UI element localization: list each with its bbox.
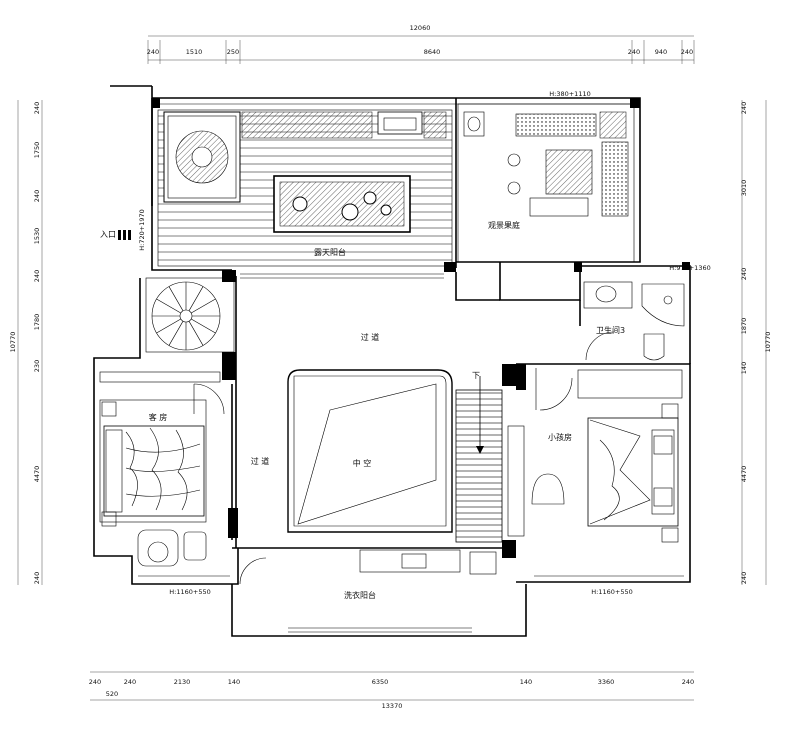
kids-room-label: 小孩房 (548, 432, 572, 442)
door-swing-icon (193, 383, 225, 415)
toilet-icon (643, 333, 665, 361)
dim-bottom-8: 240 (682, 678, 694, 686)
washing-machine-icon (469, 551, 497, 575)
dim-left-9: 240 (33, 572, 41, 584)
dim-left-4: 1530 (33, 228, 41, 245)
dim-bottom-7: 3360 (598, 678, 615, 686)
dim-bottom-total: 13370 (382, 702, 403, 710)
dim-top-7: 240 (681, 48, 693, 56)
view-garden-label: 观景果庭 (488, 220, 520, 230)
dim-right-4: 1870 (740, 318, 748, 335)
rock-garden-icon (273, 175, 411, 233)
dim-top-3: 250 (227, 48, 239, 56)
entrance-label: 入口 (100, 230, 116, 239)
dim-bottom-2: 240 (124, 678, 136, 686)
corridor-left-label: 过 道 (251, 456, 270, 466)
dimension-left: 240 1750 240 1530 240 1780 230 4470 240 … (9, 100, 43, 585)
dim-top-total: 12060 (410, 24, 431, 32)
dim-bottom-sub: 520 (106, 690, 118, 698)
dim-bottom-6: 140 (520, 678, 532, 686)
bathroom-3: 卫生间3 H:970+1360 (499, 262, 711, 364)
kids-height-label: H:1160+550 (591, 588, 632, 596)
laundry-balcony-label: 洗衣阳台 (344, 590, 376, 600)
sink-icon (401, 553, 427, 569)
stairs-arrow-icon (476, 446, 484, 454)
staircase: 下 (455, 364, 525, 558)
dimension-right: 240 3010 240 1870 140 4470 240 10770 (740, 100, 772, 585)
dim-left-5: 240 (33, 270, 41, 282)
chair-icon (531, 473, 565, 505)
dimension-bottom: 240 240 2130 140 6350 140 3360 240 520 1… (89, 671, 694, 710)
kids-room: 小孩房 H:1160+550 (516, 363, 691, 596)
dim-top-1: 240 (147, 48, 159, 56)
spiral-stair-icon (145, 277, 235, 353)
dim-right-6: 4470 (740, 466, 748, 483)
dim-left-3: 240 (33, 190, 41, 202)
dim-right-5: 140 (740, 362, 748, 374)
dimension-top: 12060 240 1510 250 8640 240 940 240 (147, 24, 695, 64)
dim-left-8: 4470 (33, 466, 41, 483)
table-chairs-icon (507, 149, 593, 217)
dim-top-5: 240 (628, 48, 640, 56)
entrance-height-label: H:720+1970 (138, 209, 146, 250)
bed-icon (103, 425, 205, 517)
open-balcony: 露天阳台 (157, 109, 453, 267)
dim-left-2: 1750 (33, 142, 41, 159)
tree-planter-icon (175, 130, 229, 184)
dim-left-total: 10770 (9, 332, 17, 353)
atrium: 中 空 (287, 369, 453, 533)
dim-top-4: 8640 (424, 48, 441, 56)
stairs-down-label: 下 (472, 371, 480, 380)
laundry-balcony: 洗衣阳台 (231, 547, 527, 637)
guest-height-label: H:1160+550 (169, 588, 210, 596)
entrance-arrow-icon (118, 230, 131, 240)
dim-right-total: 10770 (764, 332, 772, 353)
dim-right-2: 3010 (740, 180, 748, 197)
dim-right-7: 240 (740, 572, 748, 584)
garden-height-label: H:380+1110 (549, 90, 590, 98)
atrium-label: 中 空 (353, 458, 372, 468)
dim-right-3: 240 (740, 268, 748, 280)
armchair-icon (137, 529, 207, 567)
washbasin-icon (595, 285, 617, 303)
dim-right-1: 240 (740, 102, 748, 114)
view-garden: 观景果庭 H:380+1110 (457, 90, 635, 263)
dim-left-7: 230 (33, 360, 41, 372)
dim-top-6: 940 (655, 48, 667, 56)
washbasin-icon (467, 116, 481, 132)
open-balcony-label: 露天阳台 (314, 247, 346, 257)
entrance: 入口 H:720+1970 (100, 85, 153, 251)
dim-left-1: 240 (33, 102, 41, 114)
shower-icon (641, 283, 685, 327)
guest-room: 客 房 H:1160+550 (93, 278, 239, 596)
corridor: 过 道 过 道 (235, 272, 500, 548)
dim-bottom-5: 6350 (372, 678, 389, 686)
exterior-walls (151, 97, 641, 282)
bathroom3-label: 卫生间3 (596, 325, 625, 335)
dim-left-6: 1780 (33, 314, 41, 331)
guest-room-label: 客 房 (149, 412, 168, 422)
dim-bottom-3: 2130 (174, 678, 191, 686)
corridor-top-label: 过 道 (361, 332, 380, 342)
dim-bottom-1: 240 (89, 678, 101, 686)
dim-bottom-4: 140 (228, 678, 240, 686)
dim-top-2: 1510 (186, 48, 203, 56)
bed-icon (587, 417, 679, 527)
